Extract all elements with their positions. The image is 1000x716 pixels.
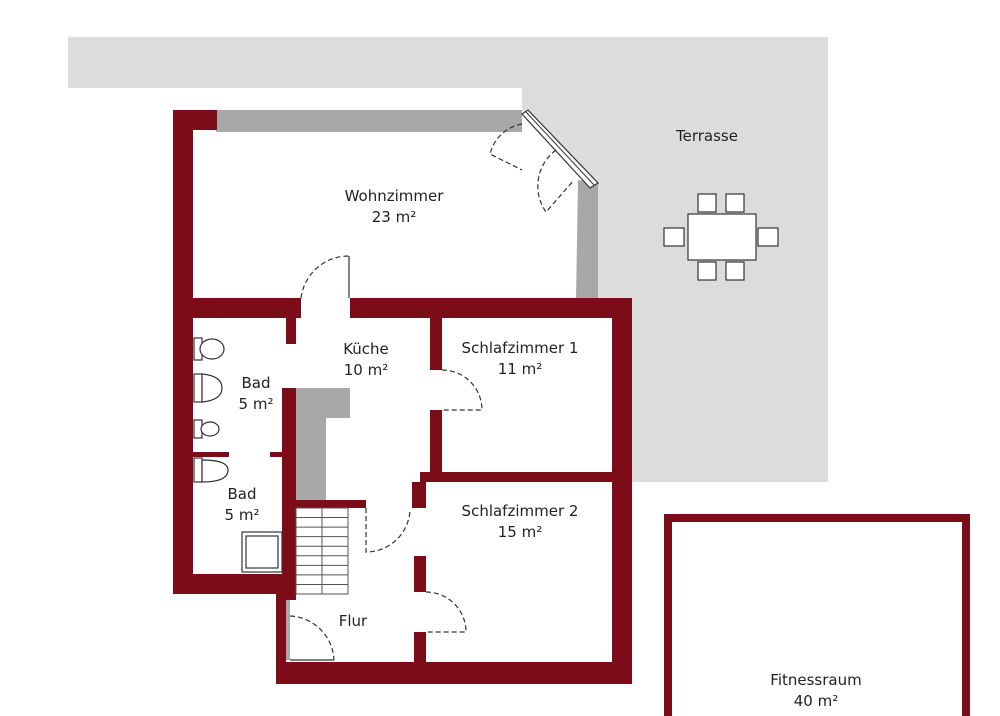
- room-name-bad1: Bad: [241, 374, 270, 392]
- wall-flur-bed2-lower: [414, 556, 426, 592]
- room-name-kueche: Küche: [343, 340, 389, 358]
- room-area-bad1: 5 m²: [239, 395, 274, 413]
- shower-icon: [241, 531, 283, 573]
- room-area-schlafzimmer1: 11 m²: [498, 360, 542, 378]
- door-bed2: [425, 591, 467, 633]
- room-area-kueche: 10 m²: [344, 361, 388, 379]
- kitchen-counter-side: [296, 388, 326, 500]
- door-bed1: [441, 369, 483, 411]
- door-stairs: [365, 508, 411, 553]
- wall-bath-bottom: [173, 574, 296, 594]
- wall-stairs-top: [296, 500, 366, 508]
- terrace-table: [687, 213, 757, 261]
- wall-bath-split-b: [270, 452, 282, 457]
- wall-bath-top-stub: [286, 318, 296, 344]
- living-room-light-walls: [216, 110, 598, 660]
- wall-living-bottom-right: [350, 298, 632, 318]
- wall-flur-left: [276, 594, 286, 684]
- terrace-surface: [68, 37, 828, 482]
- room-area-bad2: 5 m²: [225, 506, 260, 524]
- room-labels: Wohnzimmer 23 m² Terrasse Küche 10 m² Sc…: [225, 127, 862, 710]
- wall-flur-bed2-bottom: [414, 632, 426, 666]
- sink-icon: [193, 419, 220, 439]
- wall-bath-split: [193, 452, 229, 457]
- room-name-fitnessraum: Fitnessraum: [770, 671, 861, 689]
- terrace-chair: [757, 227, 779, 247]
- wall-bed1-bed2: [420, 472, 632, 482]
- terrace-area: [68, 37, 828, 482]
- wall-outer-left: [173, 110, 193, 580]
- wall-fitness-right: [962, 514, 970, 716]
- wall-kitchen-bed1: [430, 318, 442, 370]
- wall-bath-divider: [282, 388, 296, 600]
- wall-kitchen-bed1-lower: [430, 410, 442, 472]
- room-name-schlafzimmer2: Schlafzimmer 2: [462, 502, 579, 520]
- room-name-bad2: Bad: [227, 485, 256, 503]
- walls: [173, 110, 970, 716]
- wall-flur-bed2-upper: [412, 482, 426, 508]
- terrace-chair: [697, 193, 717, 213]
- bath-fixtures: [193, 337, 283, 573]
- toilet-icon: [193, 337, 225, 361]
- stair-steps: [296, 508, 348, 594]
- room-name-flur: Flur: [339, 612, 368, 630]
- room-area-schlafzimmer2: 15 m²: [498, 523, 542, 541]
- terrace-chair: [697, 261, 717, 281]
- terrace-door: [521, 109, 599, 189]
- terrace-door-divider: [525, 111, 595, 186]
- room-name-terrasse: Terrasse: [675, 127, 738, 145]
- terrace-chair: [725, 193, 745, 213]
- wall-bottom: [276, 662, 632, 684]
- wall-living-bottom-left: [173, 298, 301, 318]
- dining-table-icon: [663, 193, 779, 281]
- toilet-icon-2: [193, 457, 229, 483]
- flur-edge-wall: [284, 600, 290, 660]
- doors: [289, 123, 575, 661]
- terrace-chair: [663, 227, 685, 247]
- room-name-wohnzimmer: Wohnzimmer: [345, 187, 445, 205]
- room-name-schlafzimmer1: Schlafzimmer 1: [462, 339, 579, 357]
- door-terrace-1: [489, 123, 523, 171]
- wall-light-top: [216, 110, 522, 132]
- wall-light-diagonal: [576, 180, 598, 300]
- wall-fitness-left: [664, 514, 672, 716]
- door-living-kitchen: [300, 255, 350, 299]
- wall-outer-right: [612, 298, 632, 684]
- terrace-chair: [725, 261, 745, 281]
- wall-fitness-top: [664, 514, 970, 522]
- door-terrace-2: [537, 149, 575, 213]
- door-entrance: [289, 615, 335, 661]
- room-area-fitnessraum: 40 m²: [794, 692, 838, 710]
- bathtub-icon: [193, 373, 223, 403]
- stairs-icon: [295, 507, 349, 595]
- room-area-wohnzimmer: 23 m²: [372, 208, 416, 226]
